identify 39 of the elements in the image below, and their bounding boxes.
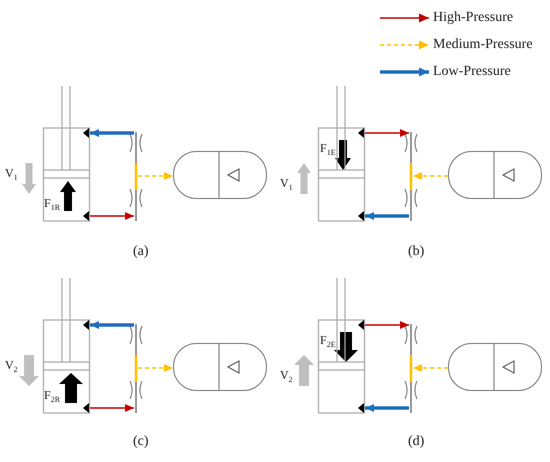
velocity-label: V$_{2}$	[5, 358, 18, 372]
force-label: F$_{1E}$	[320, 141, 336, 155]
velocity-label: V$_{1}$	[5, 166, 18, 180]
hydraulic-cylinder	[43, 86, 90, 222]
pressure-arrow	[413, 364, 448, 372]
velocity-label: V$_{1}$	[280, 176, 293, 190]
force-label: F$_{1R}$	[44, 196, 60, 210]
pressure-arrow	[90, 129, 134, 137]
pressure-arrow	[90, 212, 134, 220]
force-label: F$_{2R}$	[44, 388, 60, 402]
pressure-arrow	[138, 172, 173, 180]
manifold-line	[409, 324, 413, 413]
pressure-arrow	[365, 129, 409, 137]
pressure-arrow	[138, 364, 173, 372]
hydraulic-cylinder	[318, 278, 365, 414]
legend-text: Low-Pressure	[433, 64, 511, 80]
pressure-arrow	[365, 321, 409, 329]
pressure-arrow	[90, 404, 134, 412]
panel-caption: (a)	[133, 245, 149, 259]
pressure-arrow	[413, 172, 448, 180]
manifold-line	[409, 132, 413, 221]
accumulator	[448, 343, 542, 391]
velocity-label: V$_{2}$	[280, 368, 293, 382]
legend-text: High-Pressure	[433, 10, 514, 26]
panel-caption: (b)	[408, 245, 424, 259]
hydraulic-cylinder	[43, 278, 90, 414]
manifold-line	[134, 132, 138, 221]
manifold-line	[134, 324, 138, 413]
pressure-arrow	[90, 321, 134, 329]
accumulator	[448, 151, 542, 199]
force-label: F$_{2E}$	[320, 333, 336, 347]
legend-text: Medium-Pressure	[433, 37, 533, 53]
accumulator	[173, 343, 267, 391]
hydraulic-cylinder	[318, 86, 365, 222]
accumulator	[173, 151, 267, 199]
pressure-arrow	[365, 212, 409, 220]
panel-caption: (d)	[408, 435, 424, 449]
panel-caption: (c)	[133, 435, 149, 449]
pressure-arrow	[365, 404, 409, 412]
